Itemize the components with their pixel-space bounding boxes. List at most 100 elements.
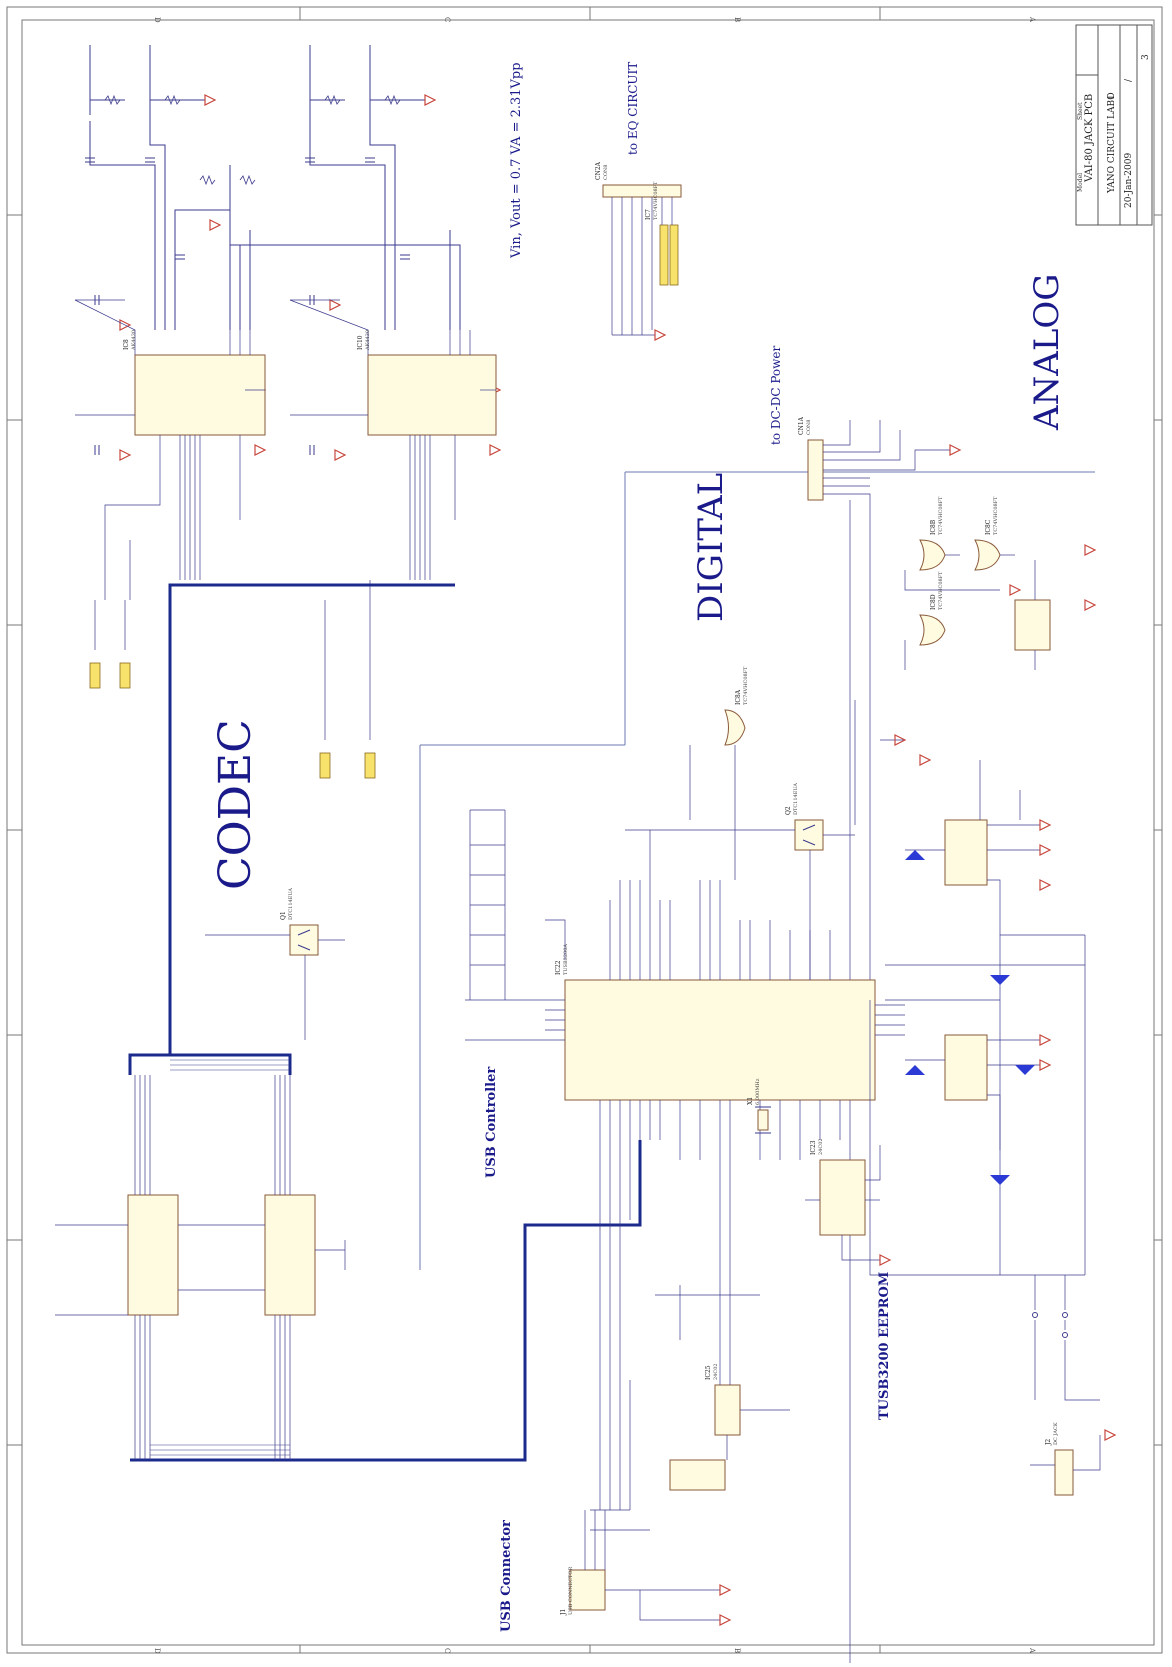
component-ref-label: Q1	[280, 911, 287, 920]
analog-power-traces	[885, 790, 1086, 1276]
component-ref-label: IC8D	[930, 594, 937, 610]
codec-bus	[128, 583, 455, 1075]
component-ref-label: CN1A	[798, 416, 805, 435]
zone-letters-top: D C B A	[153, 16, 1036, 23]
title-block: Model Sheet VAI-80 JACK PCB YANO CIRCUIT…	[1075, 24, 1153, 226]
component-part-label: USB CONNECTOR	[568, 1567, 574, 1615]
title-sheet-label: Sheet	[1077, 102, 1084, 120]
component-part-label: TC74VHC08FT	[938, 571, 944, 610]
component-ref-label: J2	[1045, 1439, 1052, 1446]
decoupling-caps	[469, 809, 566, 1000]
component-part-label: CON8	[806, 420, 812, 435]
zone-letter: A	[1028, 1647, 1036, 1654]
codec-bus-branch	[170, 1053, 292, 1075]
dc-jack-body	[1054, 1449, 1074, 1496]
diode-d7	[905, 850, 925, 860]
zone-letter: C	[443, 1648, 451, 1653]
diodes	[905, 850, 1035, 1185]
nand-gate	[974, 539, 1001, 571]
section-dividers	[419, 471, 1095, 1270]
component-ref-label: IC8	[123, 339, 130, 350]
eeprom-ic-25	[714, 1384, 741, 1436]
eq-connector	[602, 184, 682, 341]
component-ref-label: J1	[560, 1609, 567, 1616]
zone-letter: B	[733, 1648, 741, 1653]
component-part-label: TC74VHC08FT	[653, 181, 659, 220]
section-label-usb-connector: USB Connector	[499, 1520, 514, 1632]
note-vout: Vin, Vout = 0.7 VA = 2.31Vpp	[509, 62, 524, 259]
component-ref-label: IC8A	[735, 689, 742, 705]
codec-ic-10	[367, 354, 497, 436]
diode-d4	[990, 1175, 1010, 1185]
component-part-label: DC JACK	[1053, 1422, 1059, 1445]
component-ref-label: IC10	[357, 335, 364, 350]
component-part-label: 24C02	[713, 1363, 719, 1380]
diode-d5	[990, 975, 1010, 985]
component-part-label: 24C02	[818, 1138, 824, 1155]
zone-letter: A	[1028, 16, 1036, 23]
zone-letter: C	[443, 17, 451, 22]
component-part-label: TC74VHC08FT	[938, 496, 944, 535]
title-date: 20-Jan-2009	[1124, 153, 1134, 208]
zone-letter: D	[153, 1648, 161, 1654]
component-ref-label: IC25	[705, 1365, 712, 1380]
section-label-analog: ANALOG	[1027, 274, 1067, 431]
component-ref-label: X1	[747, 1097, 754, 1105]
eeprom-ic-23	[819, 1159, 866, 1236]
codec-pin-traces	[74, 299, 496, 740]
audio-port	[364, 752, 376, 779]
title-company: YANO CIRCUIT LABO	[1107, 92, 1117, 194]
usb-connector-body	[569, 1569, 606, 1611]
component-ref-label: Q2	[785, 806, 792, 815]
component-part-label: TUSB3200A	[563, 944, 569, 975]
usb-controller-ic	[564, 979, 876, 1101]
zone-letter: D	[153, 17, 161, 23]
component-part-label: AK4430	[365, 330, 371, 351]
inner-border	[21, 19, 1155, 1646]
eeprom-traces	[590, 1145, 881, 1531]
note-eq-circuit: to EQ CIRCUIT	[626, 62, 640, 155]
usb-ic-power	[669, 1459, 726, 1491]
outer-border	[6, 6, 1163, 1654]
component-part-label: TC74VHC08FT	[743, 666, 749, 705]
analog-grounds	[879, 754, 1117, 1441]
component-part-label: DTC114EUA	[288, 888, 294, 920]
analog-switch-ic-a	[127, 1194, 179, 1316]
section-label-eeprom: TUSB3200 EEPROM	[877, 1272, 892, 1420]
audio-port	[89, 662, 101, 689]
usb-bus	[290, 1140, 642, 1462]
section-label-usb-controller: USB Controller	[484, 1067, 499, 1178]
diode-d1	[905, 1065, 925, 1075]
transistor-q1	[205, 924, 345, 1040]
zone-letter: B	[733, 17, 741, 22]
title-sheet-total: 3	[1141, 54, 1151, 60]
eq-port	[659, 224, 669, 286]
logic-ic-power	[1014, 599, 1051, 651]
regulator-ic-top	[944, 819, 988, 886]
component-part-label: AK4430	[131, 330, 137, 351]
component-ref-label: CN2A	[595, 161, 602, 180]
section-label-digital: DIGITAL	[691, 473, 731, 622]
zone-ticks	[7, 7, 1162, 1653]
component-ref-label: IC8B	[930, 519, 937, 535]
title-sheet-separator: /	[1124, 78, 1134, 82]
nand-gate	[919, 614, 946, 646]
component-ref-label: IC7	[645, 209, 652, 220]
tiny-labels	[77, 115, 97, 121]
transistor-q2	[625, 819, 855, 980]
ground-symbol	[894, 734, 907, 746]
usb-connector-j1	[569, 1510, 732, 1626]
crystal-x1	[755, 1106, 771, 1134]
analog-switch-ic-b	[264, 1194, 316, 1316]
component-ref-label: IC23	[810, 1140, 817, 1155]
eq-connector-body	[602, 184, 682, 198]
eq-port	[669, 224, 679, 286]
logic-gates	[689, 539, 1097, 820]
audio-port	[319, 752, 331, 779]
component-part-label: DTC114EUA	[793, 783, 799, 815]
nand-gate-8a	[724, 709, 746, 746]
title-model: VAI-80 JACK PCB	[1084, 94, 1095, 183]
codec-output-traces	[89, 45, 461, 330]
dc-jack-j2	[1030, 1275, 1101, 1496]
